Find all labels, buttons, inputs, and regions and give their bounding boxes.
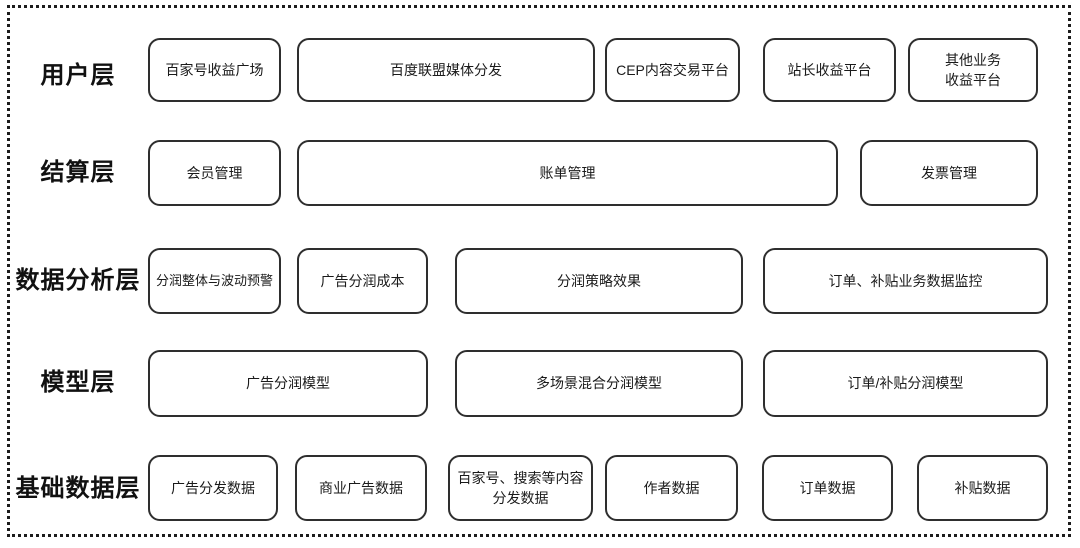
settlement-layer-node-bill-management: 账单管理 [297,140,838,206]
settlement-layer-node-member-management: 会员管理 [148,140,281,206]
layer-label-model: 模型层 [40,369,116,396]
layer-label-base-data: 基础数据层 [15,475,141,502]
user-layer-node-cep-content-trade-platform: CEP内容交易平台 [605,38,740,102]
user-layer-node-webmaster-revenue-platform: 站长收益平台 [763,38,896,102]
model-layer-node-ad-profit-model: 广告分润模型 [148,350,428,417]
analysis-layer-node-ad-profit-cost: 广告分润成本 [297,248,428,314]
base-data-layer-node-commercial-ad-data: 商业广告数据 [295,455,427,521]
user-layer-node-other-business-revenue-platform: 其他业务 收益平台 [908,38,1038,102]
base-data-layer-node-content-distribution-data: 百家号、搜索等内容 分发数据 [448,455,593,521]
analysis-layer-node-profit-fluctuation-alert: 分润整体与波动预警 [148,248,281,314]
user-layer-node-baijiahao-revenue-plaza: 百家号收益广场 [148,38,281,102]
base-data-layer-node-ad-distribution-data: 广告分发数据 [148,455,278,521]
model-layer-node-multi-scene-mixed-profit-model: 多场景混合分润模型 [455,350,743,417]
analysis-layer-node-profit-strategy-effect: 分润策略效果 [455,248,743,314]
base-data-layer-node-author-data: 作者数据 [605,455,738,521]
layer-label-settlement: 结算层 [40,159,116,186]
settlement-layer-node-invoice-management: 发票管理 [860,140,1038,206]
model-layer-node-order-subsidy-profit-model: 订单/补贴分润模型 [763,350,1048,417]
user-layer-node-baidu-union-media-distribution: 百度联盟媒体分发 [297,38,595,102]
layer-label-user: 用户层 [40,62,116,89]
base-data-layer-node-subsidy-data: 补贴数据 [917,455,1048,521]
analysis-layer-node-order-subsidy-monitoring: 订单、补贴业务数据监控 [763,248,1048,314]
layer-label-data-analysis: 数据分析层 [15,267,141,294]
base-data-layer-node-order-data: 订单数据 [762,455,893,521]
